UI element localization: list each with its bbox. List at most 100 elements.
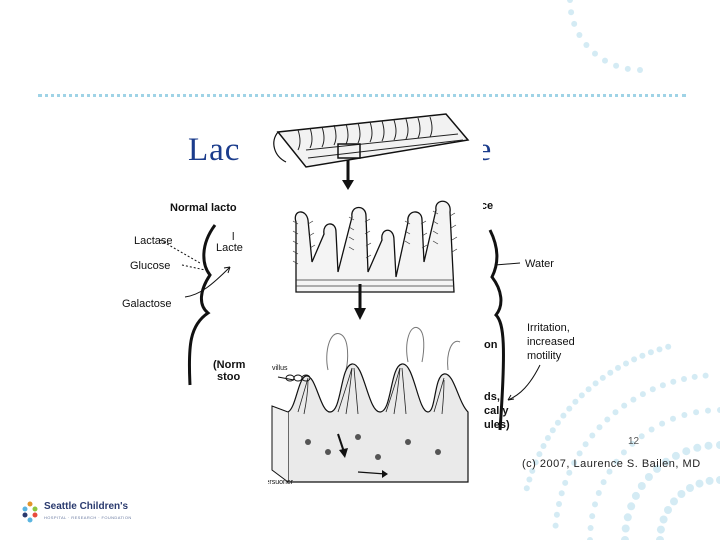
decorative-dot	[604, 417, 610, 423]
decorative-dot	[545, 435, 551, 441]
intestine-villi-illustration: villus versuoner	[268, 112, 483, 487]
decorative-dot	[696, 480, 704, 488]
decorative-dot	[601, 479, 607, 485]
decorative-dot	[705, 408, 711, 414]
decorative-dot	[660, 516, 668, 524]
decorative-dot	[526, 477, 532, 483]
decorative-dot	[621, 449, 627, 455]
decorative-dot	[623, 361, 629, 367]
logo-subtitle: HOSPITAL · RESEARCH · FOUNDATION	[44, 515, 132, 520]
decorative-dot	[693, 409, 699, 415]
decorative-dot	[559, 490, 565, 496]
normal-stool-label-1: (Norm	[213, 359, 245, 371]
normal-digestion-header: Normal lacto	[170, 202, 237, 214]
decorative-dot	[665, 344, 671, 350]
decorative-dot	[553, 523, 559, 529]
decorative-dot	[583, 42, 589, 48]
decorative-dot	[541, 443, 547, 449]
decorative-dot	[613, 409, 619, 415]
decorative-dot	[556, 501, 562, 507]
decorative-dot	[576, 32, 582, 38]
decorative-dot	[677, 490, 685, 498]
decorative-dot	[621, 403, 627, 409]
dotted-divider	[38, 94, 686, 97]
decorative-dot	[649, 427, 655, 433]
decorative-dot	[681, 412, 687, 418]
decorative-dot	[664, 506, 672, 514]
irritation-label-3: motility	[527, 350, 561, 362]
decorative-dot	[596, 490, 602, 496]
decorative-dot	[568, 9, 574, 15]
decorative-dot	[627, 502, 635, 510]
decorative-dot	[637, 67, 643, 73]
decorative-dot	[632, 492, 640, 500]
decorative-dot	[639, 433, 645, 439]
decorative-dot	[659, 421, 665, 427]
fragment-label-2: cally	[484, 405, 508, 417]
decorative-dot	[589, 433, 595, 439]
decorative-dot	[571, 21, 577, 27]
decorative-dot	[656, 536, 664, 540]
decorative-dot	[716, 441, 720, 449]
seattle-childrens-logo: Seattle Children's HOSPITAL · RESEARCH ·…	[20, 498, 160, 528]
decorative-dot	[645, 473, 653, 481]
decorative-dot	[607, 370, 613, 376]
decorative-dot	[613, 63, 619, 69]
decorative-dot	[639, 353, 645, 359]
decorative-dot	[657, 526, 665, 534]
decorative-dot	[624, 513, 632, 521]
lactase-label: Lactase	[134, 235, 173, 247]
decorative-dot	[640, 391, 646, 397]
logo-mark-icon	[20, 500, 40, 524]
decorative-dot	[706, 477, 714, 485]
fragment-label-on: on	[484, 339, 497, 351]
decorative-dot	[621, 536, 629, 540]
decorative-dot	[554, 512, 560, 518]
decorative-dot	[600, 375, 606, 381]
decorative-dot	[630, 397, 636, 403]
irritation-label-2: increased	[527, 336, 575, 348]
decorative-dot	[657, 346, 663, 352]
lactose-label-bottom: Lacte	[216, 242, 243, 254]
decorative-dot	[692, 374, 698, 380]
decorative-dot	[625, 66, 631, 72]
decorative-dot	[631, 356, 637, 362]
decorative-dot	[622, 525, 630, 533]
decorative-dot	[705, 442, 713, 450]
decorative-dot	[682, 447, 690, 455]
normal-stool-label-2: stoo	[217, 371, 240, 383]
decorative-dot	[686, 484, 694, 492]
decorative-dot	[648, 349, 654, 355]
fragment-label-3: ules)	[484, 419, 510, 431]
decorative-dot	[602, 58, 608, 64]
decorative-dot	[716, 476, 720, 484]
decorative-dot	[588, 525, 594, 531]
glucose-label: Glucose	[130, 260, 170, 272]
copyright-text: (c) 2007, Laurence S. Bailen, MD	[522, 458, 701, 470]
decorative-dot	[597, 424, 603, 430]
decorative-dot	[592, 501, 598, 507]
decorative-dot	[703, 373, 709, 379]
decorative-dot	[670, 497, 678, 505]
fragment-label-1: ds,	[484, 391, 500, 403]
logo-name: Seattle Children's	[44, 501, 128, 512]
decorative-dot	[589, 513, 595, 519]
decorative-dot	[693, 444, 701, 452]
decorative-dot	[524, 485, 530, 491]
decorative-dot	[583, 441, 589, 447]
decorative-dot	[592, 51, 598, 57]
slide-number: 12	[628, 436, 639, 447]
decorative-dot	[670, 379, 676, 385]
water-label: Water	[525, 258, 554, 270]
decorative-dot	[638, 482, 646, 490]
slide-title-left: Lac	[188, 132, 240, 169]
galactose-label: Galactose	[122, 298, 172, 310]
decorative-dot	[650, 386, 656, 392]
irritation-label-1: Irritation,	[527, 322, 570, 334]
decorative-dot	[566, 470, 572, 476]
decorative-dot	[670, 416, 676, 422]
decorative-dot	[593, 380, 599, 386]
decorative-dot	[660, 382, 666, 388]
decorative-dot	[681, 376, 687, 382]
decorative-dot	[562, 480, 568, 486]
